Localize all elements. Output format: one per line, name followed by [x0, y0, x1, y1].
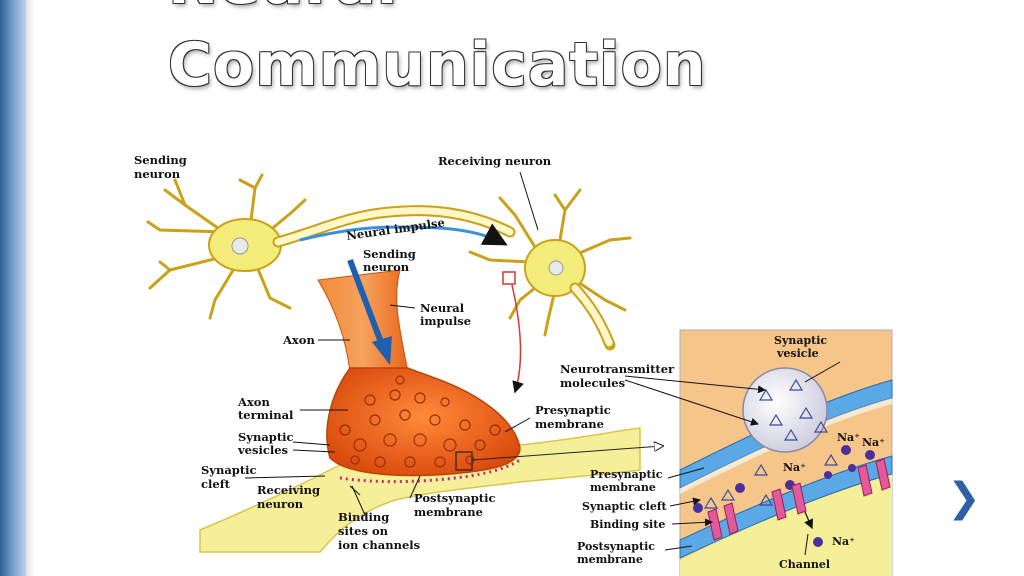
inset-labels: Synaptic vesicle Presynaptic membrane Sy… [577, 334, 885, 571]
inset-label-na-2: Na⁺ [862, 436, 885, 449]
receiving-neuron-top [468, 188, 632, 394]
label-neural-impulse-mid-2: impulse [420, 314, 471, 328]
label-postsynaptic-membrane-1: Postsynaptic [414, 491, 496, 505]
leader-lines [244, 171, 841, 556]
label-binding-sites-3: ion channels [338, 538, 420, 552]
inset-label-synaptic-vesicle-2: vesicle [776, 347, 819, 360]
inset-label-channel: Channel [779, 558, 830, 571]
label-axon-terminal-2: terminal [238, 408, 294, 422]
label-synaptic-cleft-2: cleft [201, 477, 231, 491]
label-sending-neuron-mid-2: neuron [363, 260, 410, 274]
label-binding-sites-2: sites on [338, 524, 389, 538]
label-neural-impulse-mid-1: Neural [420, 301, 465, 315]
label-receiving-neuron-bottom-2: neuron [257, 497, 304, 511]
synapse-inset [679, 329, 893, 576]
label-sending-neuron-mid-1: Sending [363, 247, 416, 261]
next-slide-button[interactable]: ❯ [947, 475, 981, 521]
slide-title: Communication [168, 30, 707, 100]
inset-label-presynaptic-membrane-1: Presynaptic [590, 468, 663, 481]
label-neurotransmitter-molecules-2: molecules [560, 376, 625, 390]
sending-neuron-top [146, 173, 516, 320]
label-synaptic-cleft-1: Synaptic [201, 463, 257, 477]
inset-label-binding-site: Binding site [590, 518, 665, 531]
label-binding-sites-1: Binding [338, 510, 389, 524]
label-synaptic-vesicles-1: Synaptic [238, 430, 294, 444]
inset-label-na-1: Na⁺ [837, 431, 860, 444]
label-synaptic-vesicles-2: vesicles [237, 443, 288, 457]
left-bar-shadow [26, 0, 34, 576]
axon-terminal-section [199, 258, 662, 553]
inset-label-synaptic-cleft: Synaptic cleft [582, 500, 668, 513]
label-neurotransmitter-molecules-1: Neurotransmitter [560, 362, 675, 376]
inset-label-postsynaptic-membrane-2: membrane [577, 553, 643, 566]
label-sending-neuron-top-1: Sending [134, 153, 187, 167]
label-receiving-neuron-bottom-1: Receiving [257, 483, 320, 497]
label-presynaptic-membrane-1: Presynaptic [535, 403, 611, 417]
inset-label-na-4: Na⁺ [832, 535, 855, 548]
inset-label-na-3: Na⁺ [783, 461, 806, 474]
label-postsynaptic-membrane-2: membrane [414, 505, 483, 519]
label-axon: Axon [282, 333, 315, 347]
inset-label-synaptic-vesicle-1: Synaptic [774, 334, 827, 347]
label-axon-terminal-1: Axon [237, 395, 270, 409]
inset-label-postsynaptic-membrane-1: Postsynaptic [577, 540, 655, 553]
label-receiving-neuron-top: Receiving neuron [438, 154, 552, 168]
slide-left-accent-bar [0, 0, 26, 576]
inset-label-presynaptic-membrane-2: membrane [590, 481, 656, 494]
label-presynaptic-membrane-2: membrane [535, 417, 604, 431]
slide-title-line1: Neural [168, 0, 398, 18]
label-sending-neuron-top-2: neuron [134, 167, 181, 181]
